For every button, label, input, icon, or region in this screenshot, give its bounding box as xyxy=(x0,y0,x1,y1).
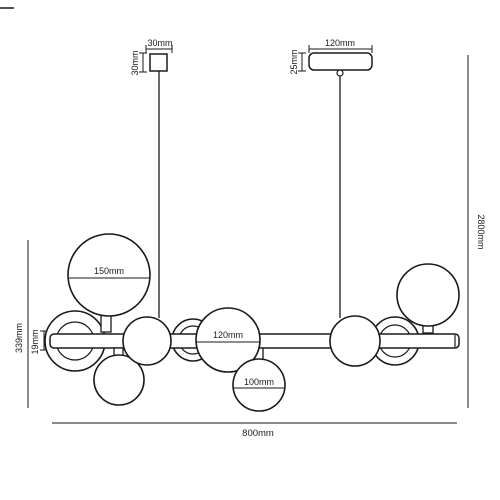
large-canopy-height-label: 25mm xyxy=(289,49,299,74)
globe-left-center xyxy=(122,316,172,366)
small-canopy-width-label: 30mm xyxy=(147,38,172,48)
small-canopy xyxy=(149,53,168,318)
globe-small-label: 100mm xyxy=(244,377,274,387)
globe-top-right xyxy=(396,263,460,327)
large-canopy-width-label: 120mm xyxy=(325,38,355,48)
small-canopy-height-label: 30mm xyxy=(130,50,140,75)
small-canopy-height-dimension: 30mm xyxy=(130,50,147,76)
globe-lower-left xyxy=(93,354,145,406)
globe-large-label: 150mm xyxy=(94,266,124,276)
globe-small-lower-center: 100mm xyxy=(232,358,286,412)
overall-height-label: 2800mm xyxy=(476,214,486,249)
globe-large-top-left: 150mm xyxy=(67,233,151,317)
large-canopy-height-dimension: 25mm xyxy=(289,49,306,75)
globe-medium-center: 120mm xyxy=(195,307,261,373)
overall-height-dimension: 2800mm xyxy=(467,55,486,408)
fixture-height-label: 339mm xyxy=(14,323,24,353)
overall-width-label: 800mm xyxy=(242,428,274,439)
large-canopy xyxy=(308,52,373,318)
bar-height-label: 19mm xyxy=(30,329,40,354)
fixture-height-dimension: 339mm xyxy=(14,240,29,408)
globe-medium-label: 120mm xyxy=(213,330,243,340)
large-canopy-width-dimension: 120mm xyxy=(308,38,373,53)
globe-right-center xyxy=(329,315,381,367)
overall-width-dimension: 800mm xyxy=(52,422,457,439)
small-canopy-width-dimension: 30mm xyxy=(145,38,173,53)
